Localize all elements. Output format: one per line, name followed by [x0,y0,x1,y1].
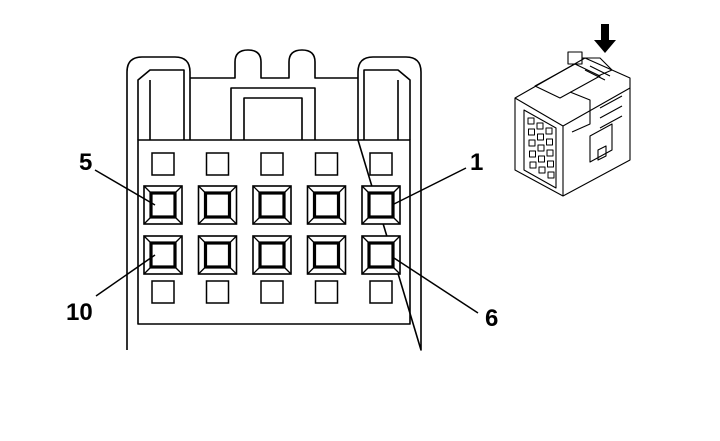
thumbnail-cell [547,171,555,179]
thumbnail-pin-cells [527,117,555,179]
thumbnail-cell [538,166,546,174]
small-window [151,152,175,176]
pin-label-6: 6 [485,305,498,332]
thumbnail-cell [529,161,537,169]
right-latch [363,69,411,140]
thumbnail-cell [537,133,544,141]
pin-cavity-6 [361,235,401,275]
connector-outline [126,49,422,351]
thumbnail-cell [545,127,553,135]
thumbnail-cell [547,160,554,168]
leader-lines [94,167,479,314]
pin-cavity-10 [143,235,183,275]
thumbnail-cell [536,122,544,130]
center-key [230,87,316,140]
thumbnail-cell [529,150,536,158]
pin-cavity-3 [252,185,292,225]
pin-label-1: 1 [470,149,483,176]
leader-pin-1 [391,167,467,206]
leader-pin-10 [95,254,156,297]
small-window [260,280,284,304]
inner-face [137,139,411,325]
thumbnail-cell [537,144,545,152]
connector-face [126,49,422,351]
pin-label-5: 5 [79,149,92,176]
small-window [151,280,175,304]
small-window [260,152,284,176]
thumbnail-cell [528,139,536,147]
small-window [205,280,230,304]
small-window [205,152,230,176]
leader-pin-6 [393,257,479,314]
pin-label-10: 10 [66,299,93,326]
pin-cavity-2 [306,185,347,225]
pin-cavity-9 [197,235,238,275]
thumbnail-cell [528,128,535,136]
pin-cavity-1 [361,185,401,225]
small-window [314,280,339,304]
arrow-down-icon [594,24,616,53]
left-latch [137,69,185,140]
small-window [369,152,393,176]
pin-cavity-7 [306,235,347,275]
thumbnail-cell [546,149,554,157]
pin-cavity-4 [197,185,238,225]
thumbnail-cell [546,138,553,146]
thumbnail-cell [527,117,535,125]
pin-cavity-8 [252,235,292,275]
leader-pin-5 [94,169,156,206]
small-window [369,280,393,304]
thumbnail-cell [538,155,545,163]
connector-isometric-icon [514,51,631,197]
pin-grid [143,152,401,304]
small-window [314,152,339,176]
pin-cavity-5 [143,185,183,225]
